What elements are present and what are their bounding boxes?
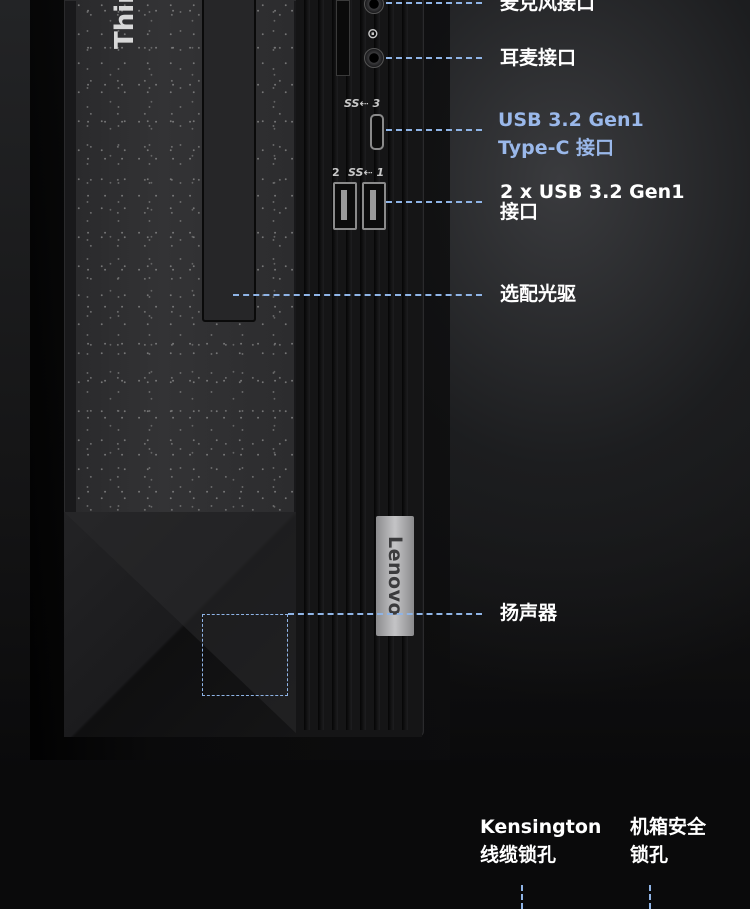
usba-label-line2: 接口 [500, 201, 539, 223]
usbc-label-line1: USB 3.2 Gen1 [498, 109, 644, 131]
usba-left-number: 2 [332, 166, 340, 179]
usba-ss-mark: SS⇠ 1 [348, 166, 385, 179]
optical-drive-bay [202, 0, 256, 322]
usbc-leader-line [386, 129, 482, 131]
vent-slot [388, 0, 394, 730]
kensington-leader-line [521, 885, 523, 909]
vent-slot [402, 0, 408, 730]
speaker-label: 扬声器 [500, 602, 558, 624]
optical-drive-label: 选配光驱 [500, 283, 577, 305]
card-reader-slot [336, 0, 350, 76]
microphone-jack [364, 0, 384, 14]
headset-icon: ⊙ [367, 26, 379, 42]
case-lock-label-line1: 机箱安全 [630, 816, 707, 838]
headset-leader-line [386, 57, 482, 59]
vent-slot [374, 0, 380, 730]
usbc-ss-mark: SS⇠ 3 [344, 97, 381, 110]
mic-leader-line [386, 2, 482, 4]
lenovo-badge: Lenovo [376, 516, 414, 636]
vent-slot [332, 0, 338, 730]
vent-slot [304, 0, 310, 730]
case-lock-label-line2: 锁孔 [630, 844, 669, 866]
headset-port-label: 耳麦接口 [500, 47, 577, 69]
vent-slot [346, 0, 352, 730]
speaker-outline [202, 614, 288, 696]
optical-leader-line [233, 294, 482, 296]
case-lock-leader-line [649, 885, 651, 909]
usbc-label-line2: Type-C 接口 [498, 137, 615, 159]
usba-leader-line [386, 201, 482, 203]
usb-a-port-right [362, 182, 386, 230]
headset-jack [364, 48, 384, 68]
lenovo-logo: Lenovo [384, 535, 406, 617]
vent-slot [360, 0, 366, 730]
mic-port-label: 麦克风接口 [500, 0, 596, 14]
front-panel [76, 0, 294, 512]
usb-c-port [370, 114, 384, 150]
speaker-leader-line [288, 613, 482, 615]
thinkcentre-logo: ThinkCentre [105, 0, 145, 49]
kensington-label-line1: Kensington [480, 816, 602, 838]
kensington-label-line2: 线缆锁孔 [480, 844, 557, 866]
bevel-highlight [64, 512, 300, 737]
front-panel-texture [76, 0, 294, 512]
usba-label-line1: 2 x USB 3.2 Gen1 [500, 181, 685, 203]
usb-a-port-left [333, 182, 357, 230]
vent-slot [318, 0, 324, 730]
